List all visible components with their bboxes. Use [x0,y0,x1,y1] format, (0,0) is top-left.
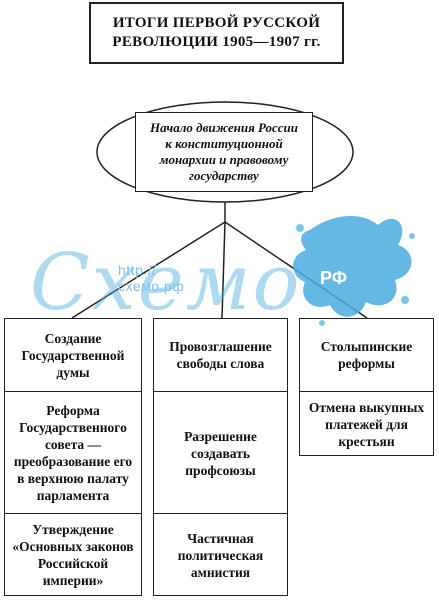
cell-line: Разрешение [184,428,257,444]
cell-line: амнистия [190,564,251,580]
cell-stolypin-reforms: Столыпинские реформы [300,319,433,391]
cell-line: крестьян [338,433,395,449]
column-stolypin: Столыпинские реформы Отмена выкупных пла… [299,318,434,456]
diagram-title: ИТОГИ ПЕРВОЙ РУССКОЙ РЕВОЛЮЦИИ 1905—1907… [89,2,344,64]
cell-line: Утверждение [32,522,114,537]
title-line-1: ИТОГИ ПЕРВОЙ РУССКОЙ [112,15,321,31]
cell-council-reform: Реформа Государственного совета — преобр… [5,393,141,513]
center-line: к конституционной [165,136,283,151]
cell-line: Российской [37,556,109,571]
title-line-2: РЕВОЛЮЦИИ 1905—1907 гг. [112,34,321,50]
cell-amnesty: Частичная политическая амнистия [154,515,287,595]
cell-line: Создание [44,330,102,346]
cell-line: империи» [42,573,104,588]
cell-line: Столыпинские [320,339,413,354]
cell-line: Государственного [19,420,127,435]
cell-divider [300,391,433,392]
cell-line: Частичная [187,530,254,546]
column-duma: Создание Государственной думы Реформа Го… [4,318,142,596]
center-concept-box: Начало движения России к конституционной… [135,112,313,192]
connector-right [224,221,368,319]
center-line: монархии и правовому [159,152,289,167]
cell-line: парламента [36,488,110,503]
cell-divider [5,513,141,514]
column-freedoms: Провозглашение свободы слова Разрешение … [153,318,288,596]
cell-line: Реформа [46,403,100,418]
connector-left [71,221,226,319]
cell-line: профсоюзы [185,462,256,478]
cell-line: преобразование его [13,454,133,469]
cell-line: платежей для [325,416,408,432]
cell-divider [154,391,287,392]
cell-line: политическая [177,547,264,563]
center-line: государству [189,168,259,183]
cell-line: свободы слова [176,356,265,371]
cell-duma: Создание Государственной думы [5,319,141,391]
connector-middle [221,221,226,319]
cell-line: Провозглашение [169,339,272,354]
center-line: Начало движения России [149,120,298,135]
cell-line: думы [56,364,90,380]
cell-line: Отмена выкупных [308,399,425,415]
cell-line: совета — [44,437,102,452]
cell-line: в верхнюю палату [17,471,129,486]
cell-trade-unions: Разрешение создавать профсоюзы [154,393,287,513]
cell-line: создавать [191,445,250,461]
cell-line: реформы [338,356,395,371]
cell-redemption-payments: Отмена выкупных платежей для крестьян [300,393,433,455]
cell-basic-laws: Утверждение «Основных законов Российской… [5,515,141,595]
cell-freedom-of-speech: Провозглашение свободы слова [154,319,287,391]
cell-divider [154,513,287,514]
cell-line: Государственной [21,347,125,363]
cell-line: «Основных законов [12,539,134,554]
cell-divider [5,391,141,392]
